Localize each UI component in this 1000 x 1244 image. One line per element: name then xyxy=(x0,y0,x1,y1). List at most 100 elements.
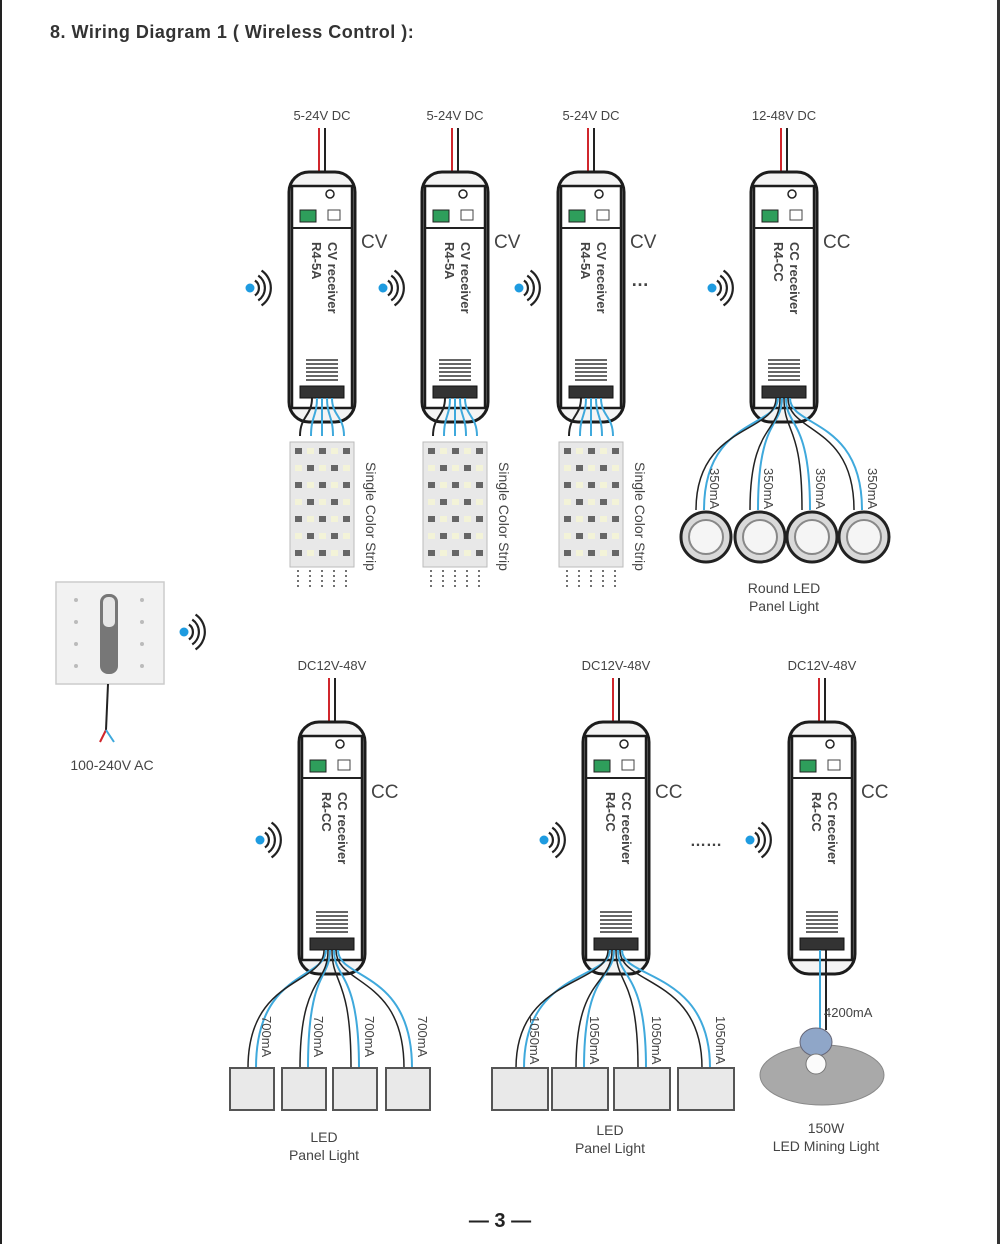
top-1-load-label: Single Color Strip xyxy=(363,462,379,571)
strip-led xyxy=(440,448,447,454)
bottom-2-type-label: CC xyxy=(655,782,682,803)
wifi-dot xyxy=(539,835,549,845)
output-wire xyxy=(523,949,611,1069)
wifi-arc xyxy=(554,821,566,859)
strip-led xyxy=(440,499,447,505)
bottom-3-device-name: CC receiver xyxy=(825,792,840,864)
program-button xyxy=(787,189,797,199)
wifi-arc xyxy=(260,269,272,307)
strip-led xyxy=(295,448,302,454)
bottom-1-current-2-group: 700mA xyxy=(311,1016,326,1058)
strip-led xyxy=(307,482,314,488)
top-4-current-1-group: 350mA xyxy=(707,468,722,510)
strip-led xyxy=(452,448,459,454)
wifi-arc xyxy=(529,269,541,307)
strip-led xyxy=(464,533,471,539)
strip-led xyxy=(464,465,471,471)
top-4-load-label-1: Round LED xyxy=(748,580,820,596)
strip-led xyxy=(588,448,595,454)
output-wire xyxy=(337,949,413,1069)
page-title: 8. Wiring Diagram 1 ( Wireless Control )… xyxy=(50,22,415,42)
top-2-load-label-group: Single Color Strip xyxy=(496,462,512,571)
output-terminal xyxy=(761,385,807,399)
output-wire xyxy=(326,397,334,437)
input-terminal xyxy=(432,209,450,223)
strip-led xyxy=(428,533,435,539)
wifi-dot xyxy=(745,835,755,845)
wifi-arc xyxy=(760,821,772,859)
strip-led xyxy=(428,448,435,454)
strip-led xyxy=(476,465,483,471)
bottom-3-wifi-icon xyxy=(745,821,772,859)
output-wire xyxy=(785,397,811,511)
output-wire xyxy=(331,397,345,437)
strip-led xyxy=(476,516,483,522)
receiver-body xyxy=(300,734,364,962)
bottom-1-type-label: CC xyxy=(371,782,398,803)
strip-led xyxy=(428,499,435,505)
led-indicator xyxy=(621,759,635,771)
wifi-arc xyxy=(754,831,761,849)
remote-supply-label: 100-240V AC xyxy=(70,757,153,773)
strip-led xyxy=(440,550,447,556)
strip-led xyxy=(319,465,326,471)
output-wire xyxy=(695,397,777,511)
program-button xyxy=(594,189,604,199)
bottom-2-current-4: 1050mA xyxy=(713,1016,728,1065)
top-1-wifi-icon xyxy=(245,269,272,307)
strip-led xyxy=(576,516,583,522)
bottom-2-load-label-1: LED xyxy=(596,1122,623,1138)
top-4-current-3: 350mA xyxy=(813,468,828,510)
program-button xyxy=(458,189,468,199)
strip-led xyxy=(464,550,471,556)
strip-led xyxy=(319,448,326,454)
top-3-load-label-group: Single Color Strip xyxy=(632,462,648,571)
round-panel-lens xyxy=(846,519,882,555)
output-wire xyxy=(703,397,779,511)
strip-led xyxy=(588,533,595,539)
strip-led xyxy=(428,482,435,488)
strip-led xyxy=(564,465,571,471)
program-button xyxy=(325,189,335,199)
strip-led xyxy=(319,482,326,488)
remote-key xyxy=(140,620,144,624)
strip-led xyxy=(440,533,447,539)
bottom-3-type-label: CC xyxy=(861,782,888,803)
output-wire xyxy=(459,397,467,437)
strip-led xyxy=(476,482,483,488)
top-4-device-name: CC receiver xyxy=(787,242,802,314)
bottom-2-current-4-group: 1050mA xyxy=(713,1016,728,1065)
top-3-supply-label: 5-24V DC xyxy=(562,108,619,123)
output-wire xyxy=(515,949,609,1069)
bottom-2-current-2-group: 1050mA xyxy=(587,1016,602,1065)
strip-led xyxy=(600,482,607,488)
strip-led xyxy=(452,533,459,539)
output-wire xyxy=(783,397,803,511)
strip-led xyxy=(307,533,314,539)
strip-led xyxy=(464,499,471,505)
input-terminal xyxy=(761,209,779,223)
strip-led xyxy=(331,448,338,454)
remote-key xyxy=(74,598,78,602)
input-terminal xyxy=(593,759,611,773)
strip-led xyxy=(452,465,459,471)
top-3-model: R4-5A xyxy=(578,242,593,280)
remote-key xyxy=(74,664,78,668)
top-2-device-name: CV receiver xyxy=(458,242,473,314)
output-wire xyxy=(787,397,855,511)
remote-key xyxy=(74,620,78,624)
output-wire xyxy=(749,397,781,511)
receiver-body xyxy=(584,734,648,962)
strip-led xyxy=(343,550,350,556)
strip-led xyxy=(428,516,435,522)
bottom-1-current-2: 700mA xyxy=(311,1016,326,1058)
strip-led xyxy=(428,465,435,471)
bottom-2-supply-label: DC12V-48V xyxy=(582,658,651,673)
strip-led xyxy=(295,482,302,488)
strip-led xyxy=(307,516,314,522)
bottom-2-current-1: 1050mA xyxy=(527,1016,542,1065)
